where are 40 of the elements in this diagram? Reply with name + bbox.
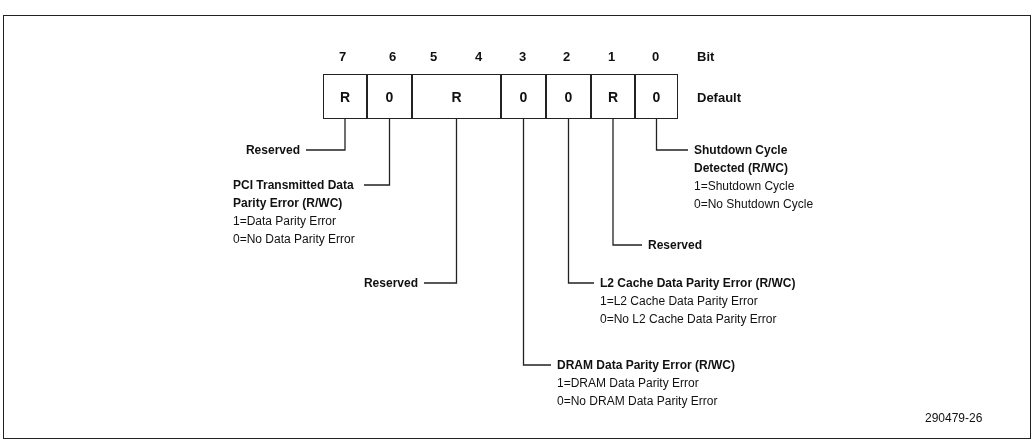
row-label: Bit (697, 49, 715, 64)
field-title: PCI Transmitted Data Parity Error (R/WC) (233, 177, 355, 212)
register-bit-cell: 0 (546, 74, 591, 119)
field-value-description: 0=No DRAM Data Parity Error (557, 393, 719, 410)
field-label: Reserved (648, 236, 703, 254)
leader-line (612, 118, 643, 246)
field-title: L2 Cache Data Parity Error (R/WC) (600, 275, 796, 292)
bit-number: 3 (519, 49, 527, 64)
field-value-description: 0=No Data Parity Error (233, 231, 356, 248)
field-value-description: 0=No Shutdown Cycle (694, 196, 814, 213)
field-value-description: 1=Shutdown Cycle (694, 178, 796, 195)
register-bit-cell: 0 (635, 74, 678, 119)
bit-number: 0 (652, 49, 660, 64)
register-bit-cell: R (591, 74, 635, 119)
field-value-description: 1=L2 Cache Data Parity Error (600, 293, 759, 310)
register-bit-cell: R (323, 74, 367, 119)
register-bit-cell: 0 (367, 74, 412, 119)
bit-number: 4 (475, 49, 483, 64)
leader-line (567, 118, 595, 284)
register-bit-cell: 0 (501, 74, 546, 119)
field-title: Shutdown Cycle Detected (R/WC) (694, 142, 789, 177)
field-title: DRAM Data Parity Error (R/WC) (557, 357, 736, 374)
register-bit-cell: R (412, 74, 501, 119)
bit-number: 6 (389, 49, 397, 64)
row-label: Default (697, 90, 742, 105)
field-label: Reserved (363, 274, 418, 292)
bit-number: 1 (608, 49, 616, 64)
field-value-description: 1=DRAM Data Parity Error (557, 375, 700, 392)
figure-number: 290479-26 (925, 411, 983, 425)
leader-line (522, 118, 552, 366)
bit-number: 7 (339, 49, 347, 64)
leader-line (423, 118, 458, 284)
leader-line (363, 118, 391, 186)
leader-line (655, 118, 689, 151)
field-value-description: 0=No L2 Cache Data Parity Error (600, 311, 778, 328)
bit-number: 5 (430, 49, 438, 64)
bit-number: 2 (563, 49, 571, 64)
field-value-description: 1=Data Parity Error (233, 213, 338, 230)
field-label: Reserved (245, 141, 300, 159)
leader-line (305, 118, 346, 151)
